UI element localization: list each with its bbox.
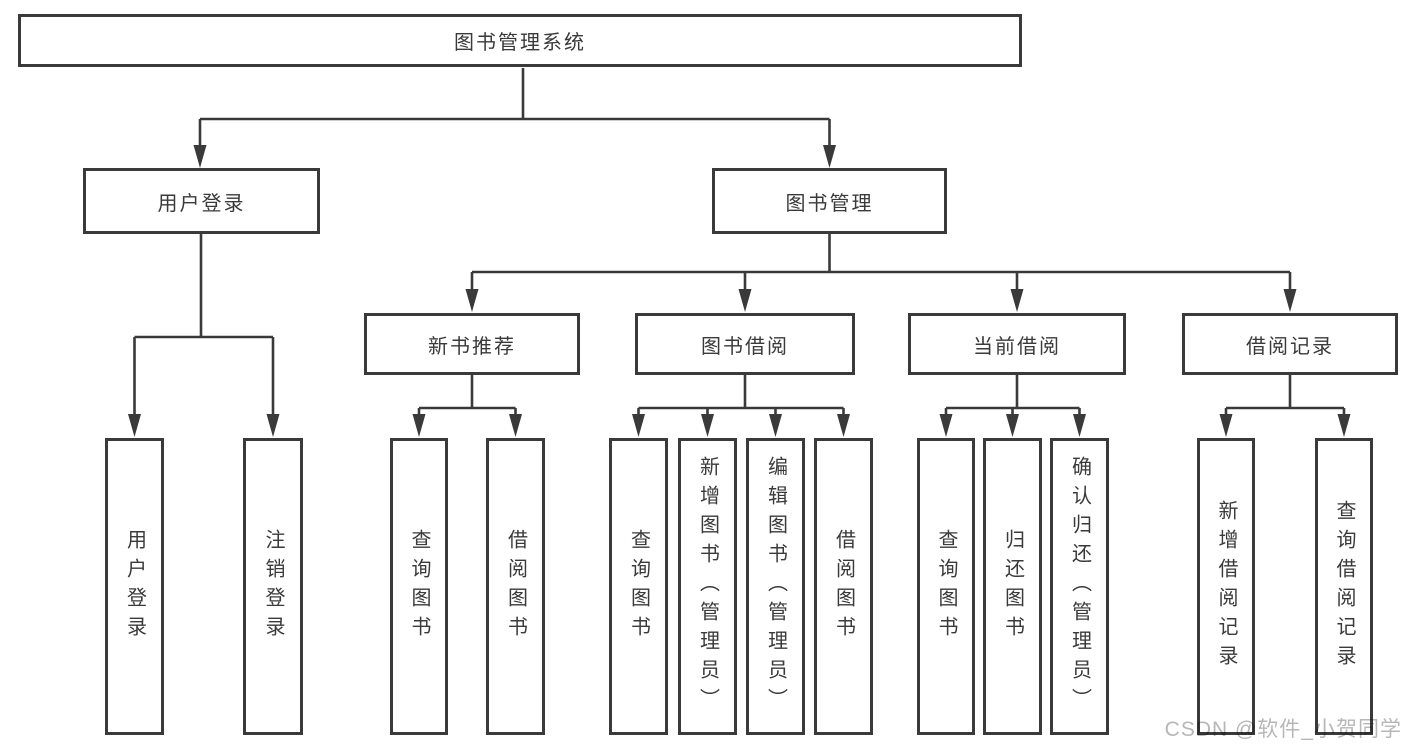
node-leaf-confirm-return-admin: 确认归还（管理员） — [1050, 438, 1109, 735]
node-leaf-logout: 注销登录 — [243, 438, 303, 735]
connector-book-management-children — [465, 233, 1297, 312]
node-label: 查询借阅记录 — [1333, 499, 1355, 674]
node-leaf-edit-books-admin: 编辑图书（管理员） — [746, 438, 805, 735]
node-leaf-query-books-borrowing: 查询图书 — [609, 438, 668, 735]
node-label: 查询图书 — [408, 528, 430, 645]
node-label: 图书管理系统 — [454, 32, 586, 54]
node-leaf-borrow-books: 借阅图书 — [814, 438, 873, 735]
node-library-system: 图书管理系统 — [18, 14, 1022, 67]
node-label: 图书管理 — [785, 192, 874, 215]
node-leaf-add-borrow-record: 新增借阅记录 — [1197, 438, 1255, 735]
node-label: 归还图书 — [1001, 528, 1024, 645]
node-leaf-query-books-current: 查询图书 — [917, 438, 975, 735]
node-leaf-add-books-admin: 新增图书（管理员） — [678, 438, 737, 735]
connector-book-borrowing-children — [632, 375, 850, 437]
node-user-login: 用户登录 — [83, 168, 320, 234]
connector-user-login-children — [128, 233, 280, 437]
node-book-management: 图书管理 — [712, 168, 947, 234]
node-borrowing-records: 借阅记录 — [1182, 313, 1398, 375]
connector-borrowing-records-children — [1219, 375, 1351, 437]
node-label: 新增借阅记录 — [1215, 499, 1237, 674]
node-label: 查询图书 — [935, 528, 957, 645]
node-label: 当前借阅 — [973, 335, 1061, 358]
node-label: 图书借阅 — [701, 335, 789, 358]
node-label: 借阅图书 — [832, 528, 855, 645]
node-label: 用户登录 — [123, 528, 146, 645]
connector-new-book-recommend-children — [412, 375, 522, 437]
node-label: 借阅记录 — [1246, 335, 1334, 358]
csdn-watermark: CSDN @软件_小贺同学 — [1164, 718, 1402, 741]
node-label: 借阅图书 — [504, 528, 527, 645]
node-label: 查询图书 — [627, 528, 650, 645]
node-leaf-query-borrow-record: 查询借阅记录 — [1315, 438, 1373, 735]
node-label: 用户登录 — [157, 192, 246, 215]
node-new-book-recommend: 新书推荐 — [364, 313, 580, 375]
node-label: 注销登录 — [262, 528, 284, 645]
node-leaf-query-books-recommend: 查询图书 — [390, 438, 448, 735]
node-label: 确认归还（管理员） — [1068, 456, 1091, 717]
node-leaf-return-books: 归还图书 — [983, 438, 1042, 735]
node-leaf-borrow-books-recommend: 借阅图书 — [486, 438, 545, 735]
connector-current-borrowing-children — [939, 375, 1086, 437]
node-current-borrowing: 当前借阅 — [908, 313, 1126, 375]
node-label: 新增图书（管理员） — [696, 456, 719, 717]
node-book-borrowing: 图书借阅 — [635, 313, 855, 375]
node-label: 编辑图书（管理员） — [764, 456, 787, 717]
node-label: 新书推荐 — [428, 335, 516, 358]
connector-root-to-level2 — [193, 68, 836, 168]
node-leaf-user-login: 用户登录 — [105, 438, 164, 735]
